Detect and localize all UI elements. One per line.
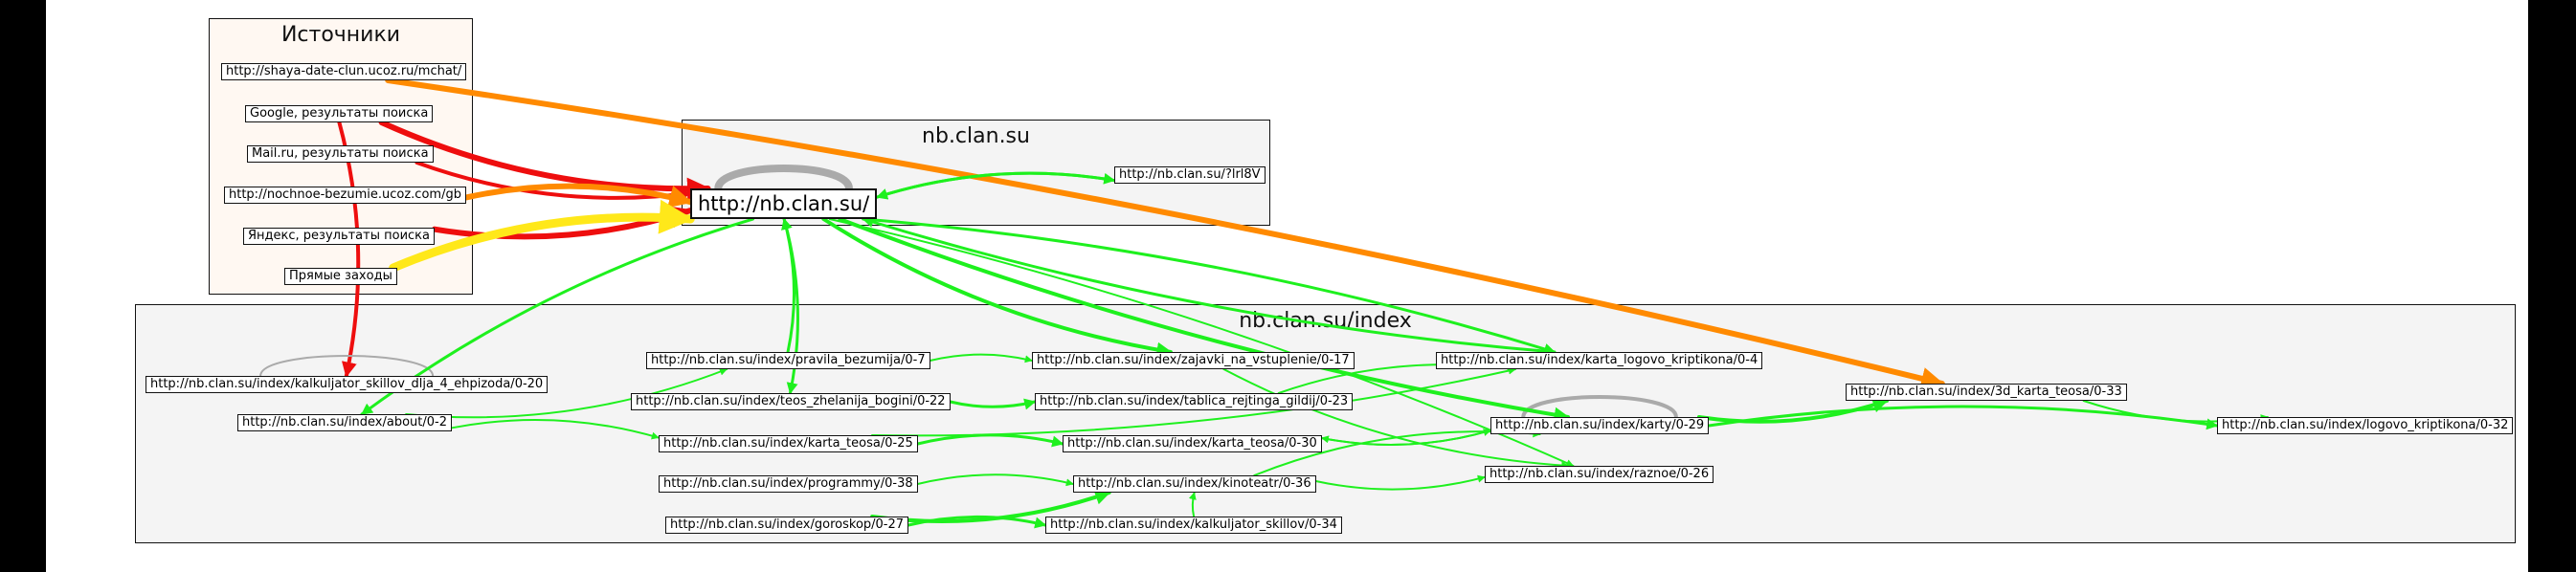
edge-kalk34-to-kinoteatr bbox=[1188, 492, 1197, 517]
edge-karty-to-karta3d bbox=[1696, 397, 1890, 424]
edge-kinoteatr-to-raznoe bbox=[1314, 474, 1486, 491]
edge-teos22-to-tablica bbox=[949, 398, 1037, 410]
node-pravila[interactable]: http://nb.clan.su/index/pravila_bezumija… bbox=[646, 352, 930, 369]
edge-main-to-zajavki bbox=[821, 217, 1173, 358]
node-programmy[interactable]: http://nb.clan.su/index/programmy/0-38 bbox=[659, 475, 918, 493]
edge-main-to-karty bbox=[838, 217, 1571, 423]
node-karta-teosa-25[interactable]: http://nb.clan.su/index/karta_teosa/0-25 bbox=[659, 435, 918, 452]
edge-about-to-karta25 bbox=[451, 418, 660, 440]
node-kinoteatr[interactable]: http://nb.clan.su/index/kinoteatr/0-36 bbox=[1073, 475, 1316, 493]
node-kalkuljator-20[interactable]: http://nb.clan.su/index/kalkuljator_skil… bbox=[146, 376, 549, 393]
edge-group bbox=[259, 77, 2269, 529]
graph-canvas: Источники nb.clan.su nb.clan.su/index ht… bbox=[46, 0, 2528, 572]
edge-goroskop-to-kalk34 bbox=[907, 515, 1047, 529]
node-zajavki[interactable]: http://nb.clan.su/index/zajavki_na_vstup… bbox=[1032, 352, 1355, 369]
edge-karty-to-karta30 bbox=[1320, 429, 1491, 446]
edge-pravila-to-zajavki bbox=[929, 353, 1033, 363]
node-source-yandex[interactable]: Яндекс, результаты поиска bbox=[243, 228, 435, 245]
node-about[interactable]: http://nb.clan.su/index/about/0-2 bbox=[237, 414, 453, 431]
node-source-mailru[interactable]: Mail.ru, результаты поиска bbox=[247, 145, 434, 163]
node-source-nochnoe[interactable]: http://nochnoe-bezumie.ucoz.com/gb bbox=[224, 187, 466, 204]
edge-src_nochnoe-to-main bbox=[462, 183, 693, 209]
edge-src_google-to-main bbox=[378, 120, 711, 201]
node-kalkuljator-34[interactable]: http://nb.clan.su/index/kalkuljator_skil… bbox=[1045, 517, 1342, 534]
node-3d-karta[interactable]: http://nb.clan.su/index/3d_karta_teosa/0… bbox=[1846, 384, 2127, 401]
node-tablica[interactable]: http://nb.clan.su/index/tablica_rejtinga… bbox=[1035, 393, 1354, 410]
edge-main-to-main bbox=[714, 165, 853, 192]
node-lrl8v[interactable]: http://nb.clan.su/?lrl8V bbox=[1114, 166, 1266, 184]
edge-src_direct-to-main bbox=[389, 199, 695, 273]
edge-logovo4-to-main bbox=[862, 216, 1557, 354]
edge-karty-to-karty bbox=[1521, 395, 1678, 419]
edge-karta25-to-logovo4 bbox=[871, 366, 1516, 437]
node-main-page[interactable]: http://nb.clan.su/ bbox=[690, 188, 878, 219]
edge-karta25-to-karta30 bbox=[916, 433, 1064, 448]
edge-pravila-to-main bbox=[781, 217, 795, 354]
edge-main-to-logovo4 bbox=[862, 217, 1557, 355]
cluster-index: nb.clan.su/index bbox=[135, 304, 2516, 543]
node-raznoe[interactable]: http://nb.clan.su/index/raznoe/0-26 bbox=[1485, 466, 1714, 483]
cluster-index-title: nb.clan.su/index bbox=[1239, 309, 1412, 333]
edge-zajavki-to-raznoe bbox=[1222, 368, 1570, 470]
node-karta-teosa-30[interactable]: http://nb.clan.su/index/karta_teosa/0-30 bbox=[1063, 435, 1322, 452]
node-source-direct[interactable]: Прямые заходы bbox=[284, 268, 397, 285]
edge-lrl8v-to-main bbox=[875, 171, 1116, 200]
node-teos-22[interactable]: http://nb.clan.su/index/teos_zhelanija_b… bbox=[631, 393, 951, 410]
edge-main-to-raznoe bbox=[828, 218, 1575, 467]
cluster-sources-title: Источники bbox=[280, 23, 401, 47]
node-karta-logovo-4[interactable]: http://nb.clan.su/index/karta_logovo_kri… bbox=[1436, 352, 1763, 369]
cluster-site-title: nb.clan.su bbox=[922, 124, 1030, 148]
edge-programmy-to-kinoteatr bbox=[916, 473, 1074, 487]
node-source-google[interactable]: Google, результаты поиска bbox=[245, 105, 434, 122]
node-goroskop[interactable]: http://nb.clan.su/index/goroskop/0-27 bbox=[665, 517, 909, 534]
edge-kalk20-to-kalk20 bbox=[259, 355, 435, 377]
node-karty[interactable]: http://nb.clan.su/index/karty/0-29 bbox=[1490, 417, 1710, 434]
node-logovo-32[interactable]: http://nb.clan.su/index/logovo_kriptikon… bbox=[2217, 417, 2514, 434]
node-source-shaya[interactable]: http://shaya-date-clun.ucoz.ru/mchat/ bbox=[221, 63, 467, 80]
edge-src_shaya-to-karta3d bbox=[385, 77, 1945, 390]
